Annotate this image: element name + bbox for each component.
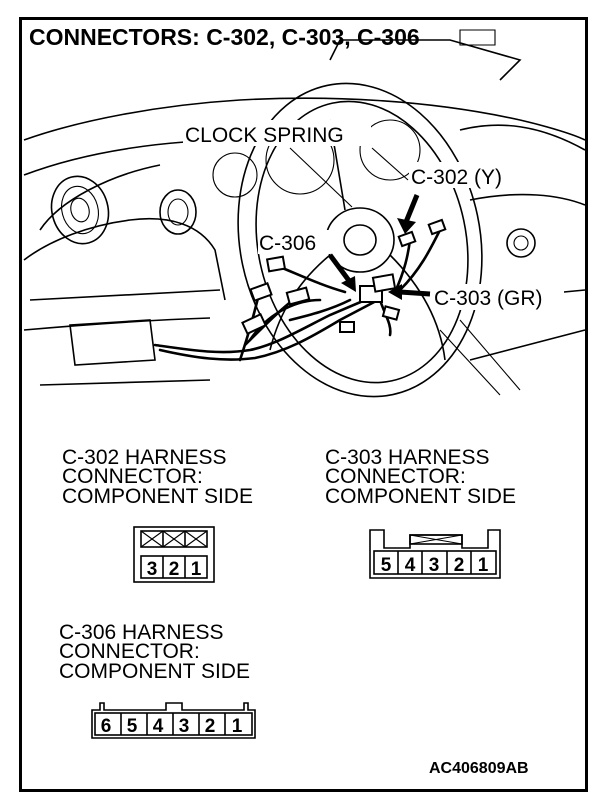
c302-leader: [371, 147, 409, 181]
c302-header-line2: CONNECTOR:: [62, 465, 203, 488]
c303-header-line1: C-303 HARNESS: [325, 446, 490, 469]
c303-pin: 1: [478, 555, 489, 576]
steering-wheel-illustration: [237, 82, 483, 398]
c302-header-line1: C-302 HARNESS: [62, 446, 227, 469]
c303-header-line2: CONNECTOR:: [325, 465, 466, 488]
c306-pin: 5: [127, 716, 138, 737]
c303-connector-face: [369, 529, 501, 579]
c306-pin: 1: [232, 716, 243, 737]
clock-spring-leader: [289, 147, 353, 208]
c302-header-line3: COMPONENT SIDE: [62, 485, 253, 508]
c306-label: C-306: [259, 232, 316, 255]
c306-pin: 4: [153, 716, 164, 737]
c302-connector-section: C-302 HARNESS CONNECTOR: COMPONENT SIDE …: [62, 446, 253, 583]
c303-pin: 3: [429, 555, 440, 576]
c306-connector-face: [91, 702, 256, 739]
left-vent-icon: [50, 175, 110, 245]
c303-arrow: [388, 284, 431, 300]
right-vent-icon: [506, 228, 536, 258]
c302-connector-face: [133, 526, 215, 583]
c302-pin: 1: [191, 559, 202, 580]
c302-pin: 3: [147, 559, 158, 580]
figure-code: AC406809AB: [429, 760, 529, 777]
c303-pin: 5: [381, 555, 392, 576]
c306-pin: 3: [179, 716, 190, 737]
c302-pin: 2: [169, 559, 180, 580]
dashboard-illustration: [23, 29, 586, 396]
c306-connector-section: C-306 HARNESS CONNECTOR: COMPONENT SIDE …: [59, 621, 256, 739]
diagram-frame: [19, 17, 588, 792]
c303-pin: 4: [405, 555, 416, 576]
c306-header-line1: C-306 HARNESS: [59, 621, 224, 644]
diagram-title: CONNECTORS: C-302, C-303, C-306: [29, 24, 420, 50]
c303-label: C-303 (GR): [434, 287, 543, 310]
clock-spring-label: CLOCK SPRING: [185, 124, 344, 147]
c306-header-line3: COMPONENT SIDE: [59, 660, 250, 683]
c302-arrow: [397, 194, 420, 234]
c306-header-line2: CONNECTOR:: [59, 640, 200, 663]
c306-pin: 2: [205, 716, 216, 737]
c306-arrow: [327, 253, 356, 292]
c303-connector-section: C-303 HARNESS CONNECTOR: COMPONENT SIDE …: [325, 446, 516, 579]
c302-label: C-302 (Y): [411, 166, 502, 189]
wiring-harness: [153, 218, 447, 362]
c306-pin: 6: [101, 716, 112, 737]
c303-header-line3: COMPONENT SIDE: [325, 485, 516, 508]
center-vent-icon: [159, 189, 197, 235]
c303-pin: 2: [454, 555, 465, 576]
